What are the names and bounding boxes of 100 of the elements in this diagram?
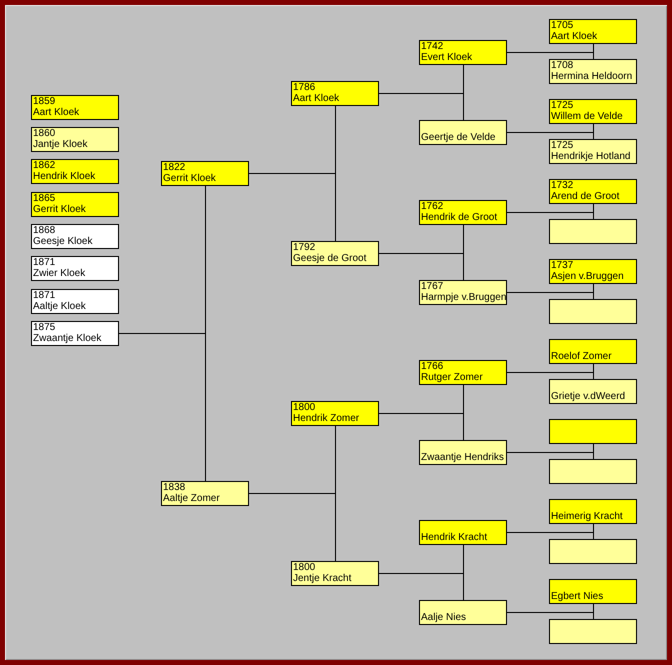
connector-line [248,173,336,242]
birth-year: 1762 [421,201,444,212]
person-name: Heimerig Kracht [551,511,623,522]
connector-line [506,52,594,60]
person-name: Gerrit Kloek [163,173,216,184]
birth-year: 1838 [163,482,186,493]
birth-year: 1786 [293,82,316,93]
person-box [419,200,507,225]
person-name: Grietje v.dWeerd [551,391,626,402]
birth-year: 1865 [33,193,56,204]
birth-year: 1871 [33,290,56,301]
person-box [549,539,637,564]
person-name: Geesje de Groot [293,253,366,264]
person-name: Geertje de Velde [421,132,496,143]
person-box [549,59,637,84]
person-box [291,561,379,586]
connector-line [506,132,594,140]
connector-line [378,93,464,120]
person-name: Evert Kloek [421,52,472,63]
birth-year: 1766 [421,361,444,372]
person-box [549,19,637,44]
connector-line [506,372,594,380]
person-box [291,401,379,426]
person-name: Hendrik Kracht [421,532,488,543]
person-box [549,619,637,644]
person-box [419,600,507,625]
birth-year: 1871 [33,257,56,268]
person-box [549,499,637,524]
birth-year: 1800 [293,562,316,573]
birth-year: 1860 [33,128,56,139]
birth-year: 1800 [293,402,316,413]
person-box [31,192,119,217]
person-name: Harmpje v.Bruggen [421,292,506,303]
birth-year: 1859 [33,96,56,107]
person-box [549,99,637,124]
connector-line [378,253,464,280]
birth-year: 1737 [551,260,574,271]
person-box [419,40,507,65]
connector-line [506,292,594,300]
person-box [419,520,507,545]
person-name: Hendrik Kloek [33,171,96,182]
person-box [31,159,119,184]
person-name: Zwaantje Kloek [33,333,102,344]
person-name: Aaltje Zomer [163,493,220,504]
person-name: Hendrikje Hotland [551,151,630,162]
birth-year: 1792 [293,242,316,253]
birth-year: 1868 [33,225,56,236]
person-box [549,419,637,444]
person-name: Hendrik de Groot [421,212,498,223]
connector-line [506,452,594,460]
person-name: Geesje Kloek [33,236,92,247]
birth-year: 1862 [33,160,56,171]
person-name: Aart Kloek [551,31,598,42]
person-name: Aart Kloek [33,107,80,118]
connector-line [506,612,594,620]
person-box [31,321,119,346]
person-box [549,579,637,604]
person-box [31,224,119,249]
connector-line [506,532,594,540]
birth-year: 1742 [421,41,444,52]
connector-line [248,493,336,562]
person-name: Asjen v.Bruggen [551,271,624,282]
person-box [549,339,637,364]
birth-year: 1767 [421,281,444,292]
connector-line [378,413,464,440]
person-box [31,95,119,120]
person-box [161,481,249,506]
person-box [549,459,637,484]
person-name: Gerrit Kloek [33,204,86,215]
person-name: Aalje Nies [421,612,466,623]
person-name: Egbert Nies [551,591,604,602]
connector-line [118,333,206,482]
person-box [549,179,637,204]
person-box [549,259,637,284]
person-box [549,299,637,324]
person-box [549,379,637,404]
person-box [549,219,637,244]
person-name: Willem de Velde [551,111,623,122]
person-name: Roelof Zomer [551,351,612,362]
person-box [291,81,379,106]
connector-line [506,212,594,220]
birth-year: 1822 [163,162,186,173]
person-name: Aaltje Kloek [33,301,86,312]
birth-year: 1725 [551,100,574,111]
person-box [31,256,119,281]
person-name: Hendrik Zomer [293,413,360,424]
person-box [419,280,507,305]
person-box [31,289,119,314]
birth-year: 1708 [551,60,574,71]
birth-year: 1725 [551,140,574,151]
person-box [419,440,507,465]
person-name: Rutger Zomer [421,372,483,383]
birth-year: 1732 [551,180,574,191]
person-box [419,120,507,145]
person-box [549,139,637,164]
person-name: Jentje Kracht [293,573,352,584]
person-box [419,360,507,385]
person-name: Aart Kloek [293,93,340,104]
person-box [31,127,119,152]
person-name: Hermina Heldoorn [551,71,632,82]
